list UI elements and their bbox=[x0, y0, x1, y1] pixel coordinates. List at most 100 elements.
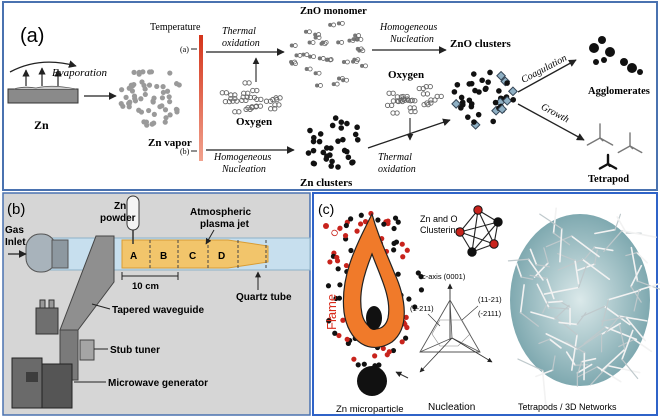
flame-particle bbox=[404, 247, 410, 253]
cluster-atom bbox=[467, 247, 477, 257]
zinc-atom bbox=[336, 40, 341, 45]
zinc-atom bbox=[353, 33, 358, 38]
zno-cluster-dot bbox=[490, 118, 497, 125]
agglomerate-particle bbox=[605, 47, 615, 57]
flame-particle bbox=[395, 219, 401, 225]
cluster-atom bbox=[473, 205, 483, 215]
zn-cluster-dot bbox=[323, 156, 330, 162]
zn-source bbox=[7, 88, 79, 104]
network-spike bbox=[607, 364, 641, 374]
vapor-atom bbox=[142, 91, 148, 98]
agglomerate-particle bbox=[598, 36, 606, 44]
panel-b: (b) Gas Inlet A B C D 10 cm Zn powder At… bbox=[2, 192, 311, 416]
index-1121: (11-21) bbox=[478, 295, 502, 304]
oxygen-atom bbox=[232, 92, 238, 98]
tetrapod-arm bbox=[598, 162, 610, 170]
zno-crystal bbox=[502, 95, 513, 106]
oxygen-atom bbox=[244, 94, 250, 100]
network-spike bbox=[517, 358, 544, 372]
flame-particle bbox=[404, 324, 410, 331]
zn-powder-label-2: powder bbox=[100, 213, 136, 224]
zn-cluster-dot bbox=[310, 138, 317, 145]
zno-cluster-dot bbox=[496, 88, 502, 94]
zinc-atom bbox=[308, 54, 313, 59]
o2-legend-dot bbox=[323, 223, 329, 229]
microwave-generator-label: Microwave generator bbox=[108, 378, 208, 389]
flame-particle bbox=[391, 240, 397, 247]
vapor-atom bbox=[151, 95, 157, 101]
zn-cluster-dot bbox=[307, 127, 313, 134]
flame-particle bbox=[415, 270, 421, 276]
network-spike bbox=[529, 274, 548, 280]
vapor-atom bbox=[128, 82, 134, 88]
oxygen-atom bbox=[432, 97, 438, 103]
tetrapod-arm bbox=[629, 145, 634, 150]
cluster-bond bbox=[459, 209, 479, 233]
arrow-coagulation bbox=[517, 59, 577, 93]
tapered-waveguide bbox=[59, 235, 115, 331]
zno-crystal bbox=[507, 86, 518, 97]
zn-cluster-dot bbox=[310, 147, 317, 154]
flame-particle bbox=[403, 314, 409, 320]
zn-cluster-dot bbox=[335, 164, 341, 170]
flame-particle bbox=[418, 287, 425, 293]
vapor-atom bbox=[138, 96, 144, 102]
nucleation-label: Nucleation bbox=[428, 402, 475, 413]
flame-particle bbox=[386, 349, 392, 355]
network-spike bbox=[621, 229, 657, 239]
zn-melt bbox=[13, 85, 77, 90]
zn-clusters bbox=[305, 115, 361, 170]
network-spike bbox=[552, 355, 556, 371]
oxygen-atom bbox=[304, 52, 310, 58]
vapor-atom bbox=[140, 69, 146, 75]
zinc-atom bbox=[341, 78, 346, 83]
network-spike bbox=[614, 213, 622, 231]
oxygen-atom bbox=[274, 96, 280, 103]
vapor-atom bbox=[162, 119, 168, 125]
network-spike bbox=[559, 227, 563, 263]
zno-clusters-label: ZnO clusters bbox=[450, 38, 512, 50]
zinc-atom bbox=[313, 32, 318, 37]
network-spike bbox=[583, 326, 606, 345]
network-spike bbox=[558, 321, 578, 326]
oxygen-mid-label: Oxygen bbox=[388, 69, 424, 81]
zone-b: B bbox=[160, 251, 167, 262]
cluster-atom bbox=[455, 227, 465, 237]
flame-particle bbox=[358, 221, 364, 227]
cluster-bond bbox=[459, 221, 499, 233]
vapor-atom bbox=[146, 82, 153, 88]
zno-cluster-dot bbox=[465, 114, 471, 120]
zn-cluster-dot bbox=[344, 120, 350, 127]
index-2111: (-2111) bbox=[478, 309, 502, 318]
oxygen-molecules-left bbox=[219, 80, 283, 115]
network-spike bbox=[601, 316, 627, 322]
zn-cluster-dot bbox=[329, 122, 336, 129]
cluster-bond bbox=[471, 209, 479, 253]
flame-core bbox=[366, 306, 382, 330]
oxygen-atom bbox=[404, 93, 410, 100]
flame-particle bbox=[351, 356, 357, 362]
homogeneous-bottom-2: Nucleation bbox=[221, 164, 266, 175]
vapor-atom bbox=[159, 95, 166, 101]
flame-particle bbox=[336, 332, 342, 339]
oxygen-atom bbox=[339, 40, 345, 45]
zinc-atom bbox=[347, 38, 352, 43]
network-spike bbox=[554, 316, 578, 336]
clustering-label-1: Zn and O bbox=[420, 214, 458, 224]
vapor-atom bbox=[174, 109, 180, 115]
network-spike bbox=[630, 285, 642, 303]
network-spike bbox=[616, 216, 628, 234]
network-spike bbox=[546, 300, 563, 304]
zno-cluster-dot bbox=[485, 79, 491, 85]
gas-inlet-label-1: Gas bbox=[5, 225, 24, 236]
zno-monomer-label: ZnO monomer bbox=[300, 6, 367, 17]
vapor-atom bbox=[167, 70, 173, 76]
oxygen-atom bbox=[307, 29, 312, 35]
tetrapod-icons bbox=[586, 123, 643, 170]
network-spike bbox=[576, 312, 587, 326]
oxygen-atom bbox=[311, 54, 316, 60]
zone-d: D bbox=[218, 251, 225, 262]
flame-particle bbox=[340, 317, 346, 323]
